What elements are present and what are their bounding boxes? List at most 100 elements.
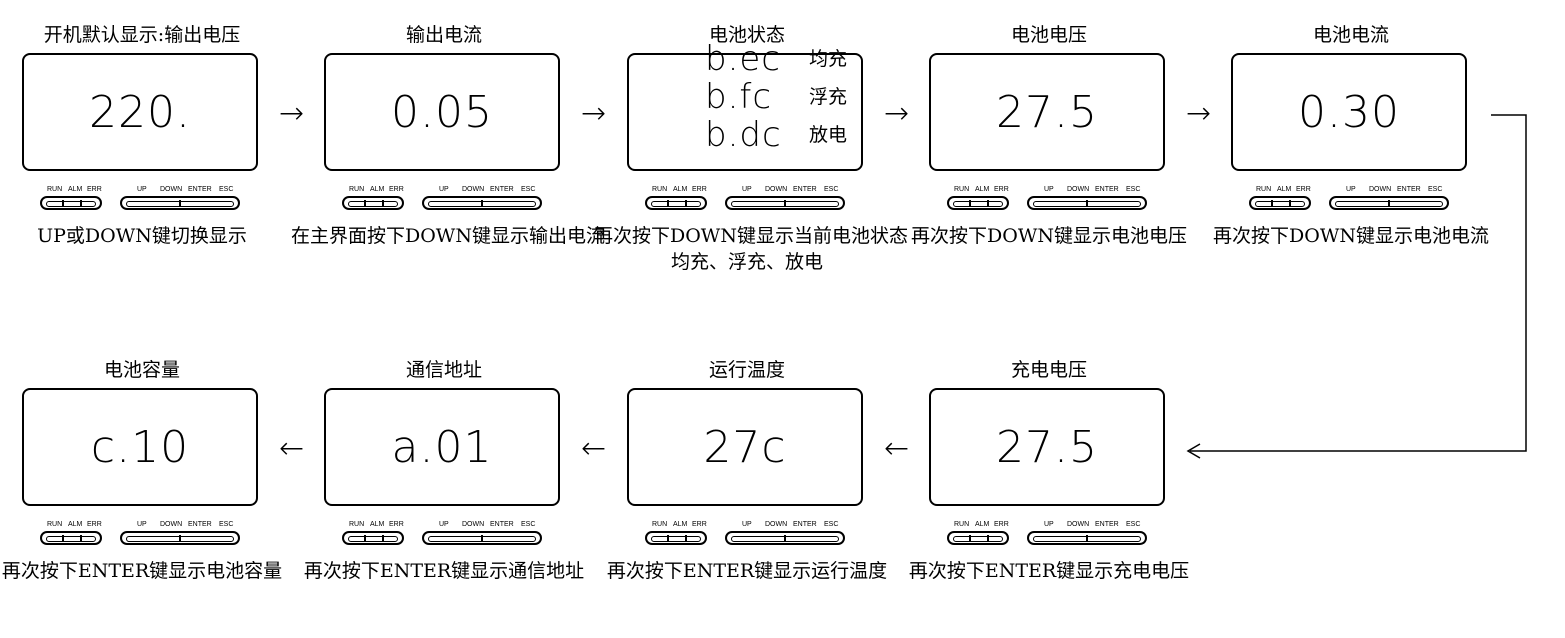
key-label-down: DOWN — [765, 521, 788, 528]
panel-caption: 再次按下ENTER键显示充电电压 — [908, 560, 1190, 582]
led-label-alm: ALM — [68, 186, 83, 193]
panel-title: 电池状态 — [708, 24, 785, 46]
lcd-value: 0.05 — [391, 86, 493, 138]
panel-output-voltage: 开机默认显示:输出电压 220. RUN ALM ERR UP DOWN ENT… — [19, 0, 265, 247]
panel-title: 输出电流 — [405, 24, 482, 46]
led-label-run: RUN — [47, 186, 63, 193]
led-label-alm: ALM — [975, 186, 990, 193]
key-label-enter: ENTER — [1095, 521, 1119, 528]
key-label-enter: ENTER — [793, 186, 817, 193]
led-label-err: ERR — [692, 521, 707, 528]
key-label-down: DOWN — [160, 521, 183, 528]
key-label-enter: ENTER — [188, 521, 212, 528]
connector-arrowhead — [1186, 443, 1201, 459]
keypad-labels: RUN ALM ERR UP DOWN ENTER ESC — [19, 521, 265, 531]
led-label-err: ERR — [994, 521, 1009, 528]
panel-caption: 再次按下ENTER键显示运行温度 — [606, 560, 888, 582]
panel-output-current: 输出电流 0.05 RUN ALM ERR UP DOWN ENTER ESC … — [291, 0, 605, 247]
key-label-up: UP — [1346, 186, 1356, 193]
keypad-buttons[interactable] — [1329, 196, 1449, 210]
key-label-esc: ESC — [824, 186, 839, 193]
led-label-err: ERR — [692, 186, 707, 193]
lcd-screen: 27.5 — [929, 53, 1165, 171]
keypad-labels: RUN ALM ERR UP DOWN ENTER ESC — [1228, 186, 1474, 196]
keypad-labels: RUN ALM ERR UP DOWN ENTER ESC — [321, 186, 567, 196]
keypad-buttons[interactable] — [120, 196, 240, 210]
key-label-esc: ESC — [824, 521, 839, 528]
key-label-down: DOWN — [160, 186, 183, 193]
arrow-right-icon: → — [1186, 96, 1212, 131]
lcd-value: c.10 — [90, 421, 190, 473]
key-label-esc: ESC — [219, 186, 234, 193]
key-label-up: UP — [439, 186, 449, 193]
lcd-screen: b.ec 均充 b.fc 浮充 b.dc 放电 — [627, 40, 863, 171]
panel-caption: 在主界面按下DOWN键显示输出电流 — [291, 225, 605, 247]
lcd-screen: a.01 — [324, 388, 560, 506]
arrow-left-icon: ← — [884, 431, 910, 466]
led-label-alm: ALM — [975, 521, 990, 528]
arrow-right-icon: → — [581, 96, 607, 131]
keypad-buttons[interactable] — [1027, 196, 1147, 210]
led-label-alm: ALM — [370, 521, 385, 528]
key-label-esc: ESC — [1428, 186, 1443, 193]
status-code: b.fc — [705, 77, 773, 117]
key-label-enter: ENTER — [1095, 186, 1119, 193]
led-label-run: RUN — [47, 521, 63, 528]
panel-battery-status: 电池状态 b.ec 均充 b.fc 浮充 b.dc 放电 RUN ALM ERR… — [594, 0, 908, 273]
panel-title: 充电电压 — [1010, 359, 1087, 381]
status-label: 浮充 — [809, 86, 848, 108]
led-indicator-bar — [947, 531, 1009, 545]
panel-caption: 再次按下ENTER键显示通信地址 — [303, 560, 585, 582]
panel-title: 运行温度 — [708, 359, 785, 381]
led-label-run: RUN — [652, 521, 668, 528]
key-label-esc: ESC — [1126, 521, 1141, 528]
led-label-err: ERR — [994, 186, 1009, 193]
lcd-value: 0.30 — [1298, 86, 1400, 138]
panel-title: 开机默认显示:输出电压 — [43, 24, 241, 46]
lcd-value: 27.5 — [996, 421, 1098, 473]
led-label-run: RUN — [349, 186, 365, 193]
led-label-run: RUN — [1256, 186, 1272, 193]
panel-caption: 再次按下ENTER键显示电池容量 — [1, 560, 283, 582]
panel-caption: UP或DOWN键切换显示 — [37, 225, 247, 247]
key-label-esc: ESC — [521, 521, 536, 528]
keypad-buttons[interactable] — [725, 531, 845, 545]
key-label-down: DOWN — [765, 186, 788, 193]
key-label-up: UP — [1044, 186, 1054, 193]
keypad-labels: RUN ALM ERR UP DOWN ENTER ESC — [624, 186, 870, 196]
led-label-run: RUN — [349, 521, 365, 528]
lcd-screen: c.10 — [22, 388, 258, 506]
led-indicator-bar — [342, 196, 404, 210]
keypad-labels: RUN ALM ERR UP DOWN ENTER ESC — [19, 186, 265, 196]
led-indicator-bar — [645, 196, 707, 210]
panel-battery-capacity: 电池容量 c.10 RUN ALM ERR UP DOWN ENTER ESC … — [2, 335, 282, 582]
key-label-esc: ESC — [219, 521, 234, 528]
led-label-err: ERR — [87, 186, 102, 193]
status-label: 均充 — [809, 48, 848, 70]
keypad-buttons[interactable] — [725, 196, 845, 210]
led-label-alm: ALM — [673, 521, 688, 528]
arrow-left-icon: ← — [581, 431, 607, 466]
keypad-buttons[interactable] — [422, 531, 542, 545]
led-label-alm: ALM — [673, 186, 688, 193]
lcd-screen: 0.05 — [324, 53, 560, 171]
lcd-value: 27.5 — [996, 86, 1098, 138]
led-label-run: RUN — [954, 521, 970, 528]
panel-caption: 再次按下DOWN键显示电池电压 — [911, 225, 1187, 247]
keypad-buttons[interactable] — [422, 196, 542, 210]
led-label-run: RUN — [652, 186, 668, 193]
keypad-buttons[interactable] — [120, 531, 240, 545]
keypad-buttons[interactable] — [1027, 531, 1147, 545]
key-label-up: UP — [1044, 521, 1054, 528]
led-label-err: ERR — [389, 521, 404, 528]
status-code: b.ec — [705, 39, 782, 79]
key-label-down: DOWN — [1067, 186, 1090, 193]
key-label-up: UP — [742, 186, 752, 193]
panel-caption: 再次按下DOWN键显示电池电流 — [1213, 225, 1489, 247]
led-label-alm: ALM — [1277, 186, 1292, 193]
panel-title: 电池电流 — [1312, 24, 1389, 46]
panel-title: 电池电压 — [1010, 24, 1087, 46]
key-label-up: UP — [439, 521, 449, 528]
status-label: 放电 — [809, 124, 848, 146]
